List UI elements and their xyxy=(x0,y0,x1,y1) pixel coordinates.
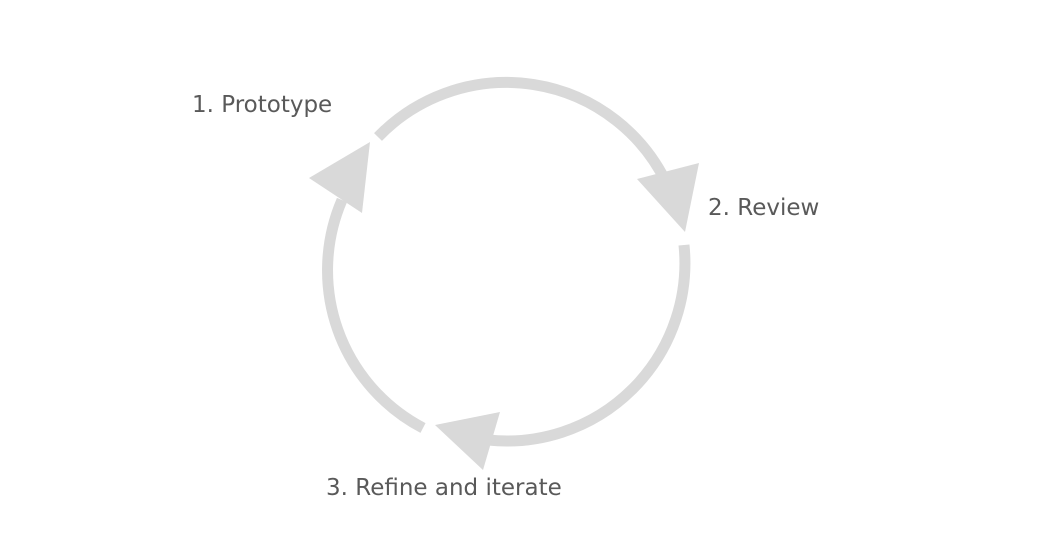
step-label-refine: 3. Refine and iterate xyxy=(326,475,562,501)
arrowhead-to-prototype xyxy=(309,142,370,213)
step-label-review: 2. Review xyxy=(708,195,820,221)
arc-review-to-refine xyxy=(487,244,691,447)
arc-refine-to-prototype xyxy=(322,197,426,433)
arrowhead-to-review xyxy=(637,163,699,232)
arc-prototype-to-review xyxy=(374,76,671,185)
arrowhead-to-refine xyxy=(435,412,500,470)
step-label-prototype: 1. Prototype xyxy=(192,92,333,118)
